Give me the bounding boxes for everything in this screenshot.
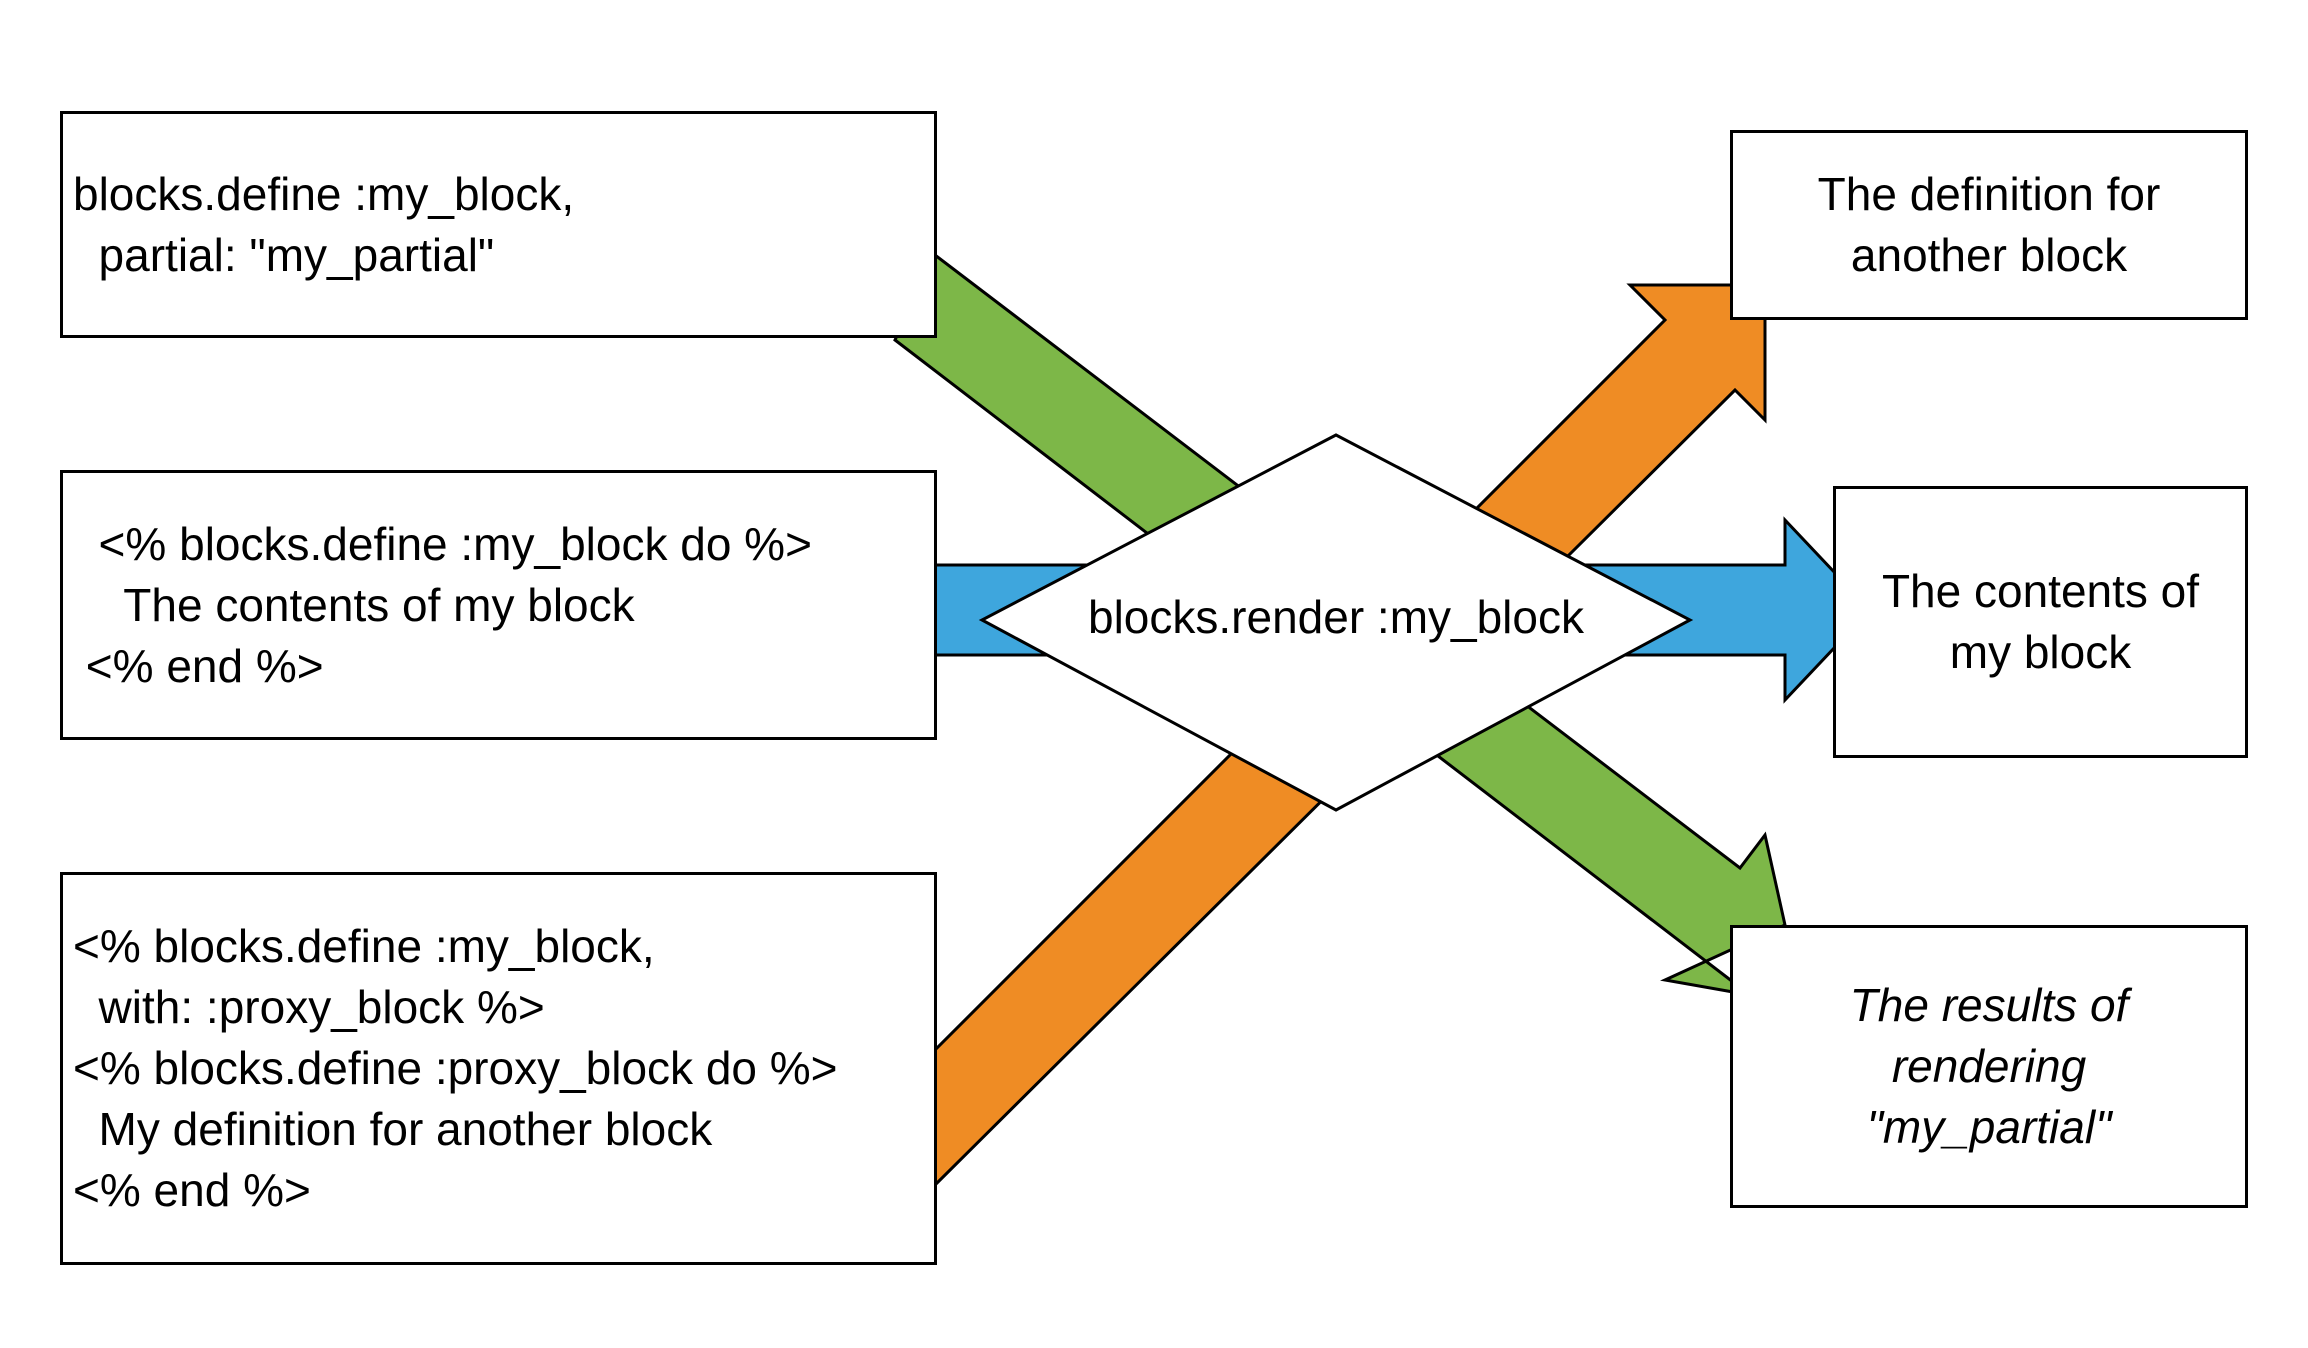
text-line: "my_partial" bbox=[1866, 1101, 2112, 1153]
text-line: The contents of my block bbox=[73, 578, 635, 631]
text-line: <% end %> bbox=[73, 639, 324, 692]
text-line: my block bbox=[1949, 626, 2132, 678]
text-line: rendering bbox=[1891, 1040, 2087, 1092]
result-proxy-box: The definition for another block bbox=[1730, 130, 2248, 320]
text-line: <% blocks.define :proxy_block do %> bbox=[73, 1042, 838, 1094]
source-block-box: <% blocks.define :my_block do %> The con… bbox=[60, 470, 937, 740]
text-line: The definition for bbox=[1817, 168, 2161, 220]
text-line: partial: "my_partial" bbox=[73, 228, 495, 281]
source-partial-box: blocks.define :my_block, partial: "my_pa… bbox=[60, 111, 937, 338]
text-line: with: :proxy_block %> bbox=[73, 981, 545, 1033]
render-label: blocks.render :my_block bbox=[1088, 591, 1584, 643]
result-partial-box: The results of rendering "my_partial" bbox=[1730, 925, 2248, 1208]
source-proxy-box: <% blocks.define :my_block, with: :proxy… bbox=[60, 872, 937, 1265]
text-line: My definition for another block bbox=[73, 1103, 713, 1155]
text-line: <% blocks.define :my_block do %> bbox=[73, 517, 812, 570]
text-line: <% blocks.define :my_block, bbox=[73, 920, 655, 972]
text-line: The contents of bbox=[1881, 565, 2200, 617]
result-block-box: The contents of my block bbox=[1833, 486, 2248, 758]
text-line: blocks.define :my_block, bbox=[73, 167, 575, 220]
text-line: The results of bbox=[1849, 979, 2129, 1031]
text-line: another block bbox=[1850, 229, 2128, 281]
text-line: <% end %> bbox=[73, 1164, 311, 1216]
render-diamond bbox=[978, 433, 1694, 812]
